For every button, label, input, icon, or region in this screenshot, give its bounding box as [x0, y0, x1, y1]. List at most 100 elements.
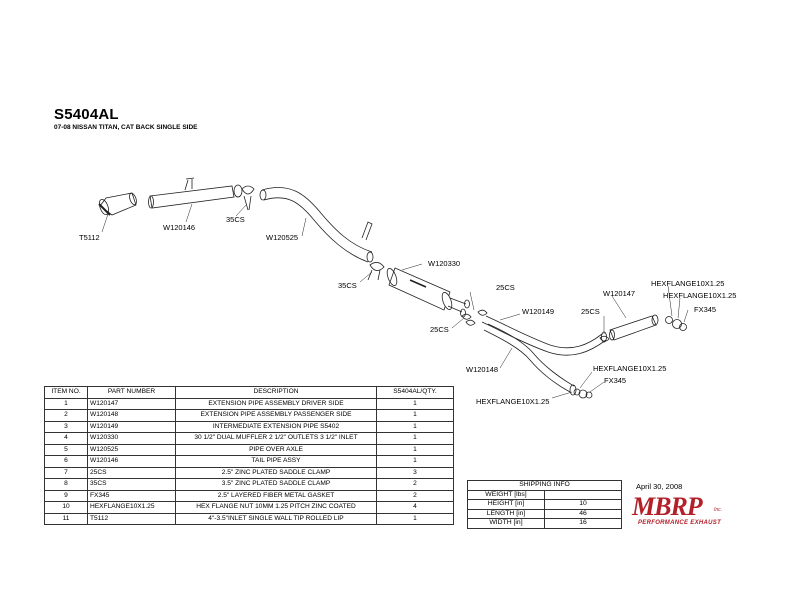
clamp-25cs-driver [599, 335, 610, 342]
shipping-value [543, 489, 623, 500]
callout-fx345-top: FX345 [694, 305, 717, 314]
shipping-label: HEIGHT [in] [467, 499, 545, 510]
bom-qty: 1 [376, 397, 454, 410]
table-row: 10 HEXFLANGE10X1.25 HEX FLANGE NUT 10MM … [44, 501, 454, 514]
bom-qty: 2 [376, 478, 454, 491]
flange-gasket-top [665, 316, 687, 331]
bom-qty: 4 [376, 501, 454, 514]
bom-item-no: 4 [44, 432, 88, 445]
bom-qty: 1 [376, 512, 454, 525]
callout-fx345-mid: FX345 [604, 376, 627, 385]
bom-part-number: W120525 [87, 443, 176, 456]
bom-part-number: T5112 [87, 512, 176, 525]
callout-hexflange-top2: HEXFLANGE10X1.25 [663, 291, 737, 300]
bom-description: TAIL PIPE ASSY [175, 455, 377, 468]
table-row: 11 T5112 4"-3.5"INLET SINGLE WALL TIP RO… [44, 512, 454, 525]
callout-hexflange-mid: HEXFLANGE10X1.25 [593, 364, 667, 373]
callout-w120148: W120148 [466, 365, 499, 374]
callout-25cs-a: 25CS [496, 283, 515, 292]
bom-qty: 1 [376, 432, 454, 445]
shipping-label: WEIGHT [lbs] [467, 489, 545, 500]
leader-lines [101, 203, 689, 399]
bom-part-number: W120147 [87, 397, 176, 410]
bom-part-number: HEXFLANGE10X1.25 [87, 501, 176, 514]
table-row: WEIGHT [lbs] [467, 489, 623, 500]
bom-part-number: 25CS [87, 466, 176, 479]
bom-item-no: 10 [44, 501, 88, 514]
table-row: 9 FX345 2.5" LAYERED FIBER METAL GASKET … [44, 489, 454, 502]
table-row: 3 W120149 INTERMEDIATE EXTENSION PIPE S5… [44, 420, 454, 433]
bom-item-no: 1 [44, 397, 88, 410]
callout-w120149: W120149 [522, 307, 555, 316]
bom-item-no: 3 [44, 420, 88, 433]
table-row: 7 25CS 2.5" ZINC PLATED SADDLE CLAMP 3 [44, 466, 454, 479]
shipping-value: 10 [543, 499, 623, 510]
bom-item-no: 9 [44, 489, 88, 502]
callout-35cs-top: 35CS [226, 215, 245, 224]
bom-item-no: 7 [44, 466, 88, 479]
muffler-part [386, 267, 470, 318]
bom-part-number: W120146 [87, 455, 176, 468]
shipping-label: LENGTH [in] [467, 508, 545, 519]
bom-qty: 1 [376, 443, 454, 456]
callout-25cs-b: 25CS [430, 325, 449, 334]
bill-of-materials-table: ITEM NO. PART NUMBER DESCRIPTION S5404AL… [44, 386, 454, 525]
callout-w120330: W120330 [428, 259, 461, 268]
bom-item-no: 5 [44, 443, 88, 456]
page-title: S5404AL [54, 106, 119, 123]
shipping-info-table: SHIPPING INFO WEIGHT [lbs] HEIGHT [in] 1… [466, 480, 623, 529]
clamp-35cs-mid [367, 262, 385, 281]
bom-part-number: FX345 [87, 489, 176, 502]
bom-header-description: DESCRIPTION [175, 386, 377, 399]
table-row: 5 W120525 PIPE OVER AXLE 1 [44, 443, 454, 456]
bom-qty: 3 [376, 466, 454, 479]
bom-item-no: 2 [44, 409, 88, 422]
tail-pipe-part [148, 177, 243, 209]
passenger-extension-part [483, 323, 577, 396]
shipping-value: 16 [543, 518, 623, 529]
bom-description: 2.5" ZINC PLATED SADDLE CLAMP [175, 466, 377, 479]
logo-wordmark: MBRP [632, 492, 703, 521]
bom-description: 3.5" ZINC PLATED SADDLE CLAMP [175, 478, 377, 491]
pipe-over-axle-part [259, 187, 374, 263]
clamp-25cs-muffler [461, 309, 488, 326]
callout-35cs-mid: 35CS [338, 281, 357, 290]
shipping-title: SHIPPING INFO [466, 480, 623, 491]
bom-part-number: 35CS [87, 478, 176, 491]
shipping-label: WIDTH [in] [467, 518, 545, 529]
bom-description: 30 1/2" DUAL MUFFLER 2 1/2" OUTLETS 3 1/… [175, 432, 377, 445]
bom-description: INTERMEDIATE EXTENSION PIPE S5402 [175, 420, 377, 433]
bom-qty: 1 [376, 409, 454, 422]
bom-description: EXTENSION PIPE ASSEMBLY DRIVER SIDE [175, 397, 377, 410]
callout-25cs-c: 25CS [581, 307, 600, 316]
logo-inc: Inc. [714, 507, 723, 513]
callout-hexflange-bot: HEXFLANGE10X1.25 [476, 397, 550, 406]
callout-w120147: W120147 [603, 289, 636, 298]
table-row: LENGTH [in] 46 [467, 508, 623, 519]
clamp-35cs-top [241, 185, 255, 211]
driver-extension-part [609, 314, 659, 341]
bom-item-no: 11 [44, 512, 88, 525]
callout-t5112: T5112 [79, 233, 100, 242]
bom-description: PIPE OVER AXLE [175, 443, 377, 456]
bom-part-number: W120149 [87, 420, 176, 433]
table-row: HEIGHT [in] 10 [467, 499, 623, 510]
bom-qty: 2 [376, 489, 454, 502]
bom-description: 4"-3.5"INLET SINGLE WALL TIP ROLLED LIP [175, 512, 377, 525]
table-row: 8 35CS 3.5" ZINC PLATED SADDLE CLAMP 2 [44, 478, 454, 491]
callout-w120146: W120146 [163, 223, 196, 232]
bom-header-row: ITEM NO. PART NUMBER DESCRIPTION S5404AL… [44, 386, 454, 399]
bom-header-item-no: ITEM NO. [44, 386, 88, 399]
bom-part-number: W120148 [87, 409, 176, 422]
bom-part-number: W120330 [87, 432, 176, 445]
table-row: 4 W120330 30 1/2" DUAL MUFFLER 2 1/2" OU… [44, 432, 454, 445]
bom-description: EXTENSION PIPE ASSEMBLY PASSENGER SIDE [175, 409, 377, 422]
drawing-date: April 30, 2008 [636, 482, 683, 491]
bom-description: HEX FLANGE NUT 10MM 1.25 PITCH ZINC COAT… [175, 501, 377, 514]
intermediate-pipe-part [481, 315, 607, 356]
table-row: WIDTH [in] 16 [467, 518, 623, 529]
flange-gasket-mid [573, 388, 593, 399]
callout-hexflange-top1: HEXFLANGE10X1.25 [651, 279, 725, 288]
table-row: 2 W120148 EXTENSION PIPE ASSEMBLY PASSEN… [44, 409, 454, 422]
